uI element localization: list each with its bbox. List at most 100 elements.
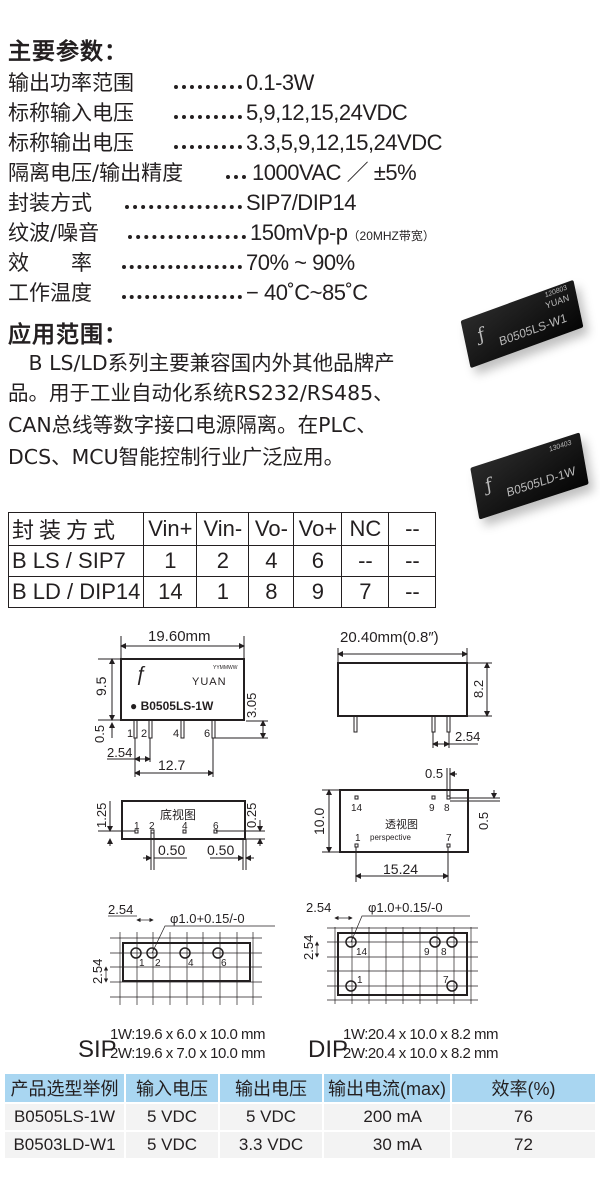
- spec-isolation: 隔离电压/输出精度 1000VAC ／ ±5%: [8, 158, 508, 188]
- spec-value: SIP7/DIP14: [246, 190, 356, 215]
- pin-label: 9: [429, 803, 435, 814]
- dot-leader: [174, 115, 242, 119]
- photo-model: B0505LD-1W: [505, 463, 577, 500]
- dip-pin-edge-label: 0.5: [476, 812, 491, 830]
- photo-model: B0505LS-W1: [497, 310, 568, 349]
- sip-size-spec: SIP 1W:19.6 x 6.0 x 10.0 mm 2W:19.6 x 7.…: [78, 1026, 298, 1066]
- pin-label: 6: [213, 821, 219, 832]
- pin-label: 2: [141, 728, 147, 740]
- sip-bottom-view: [98, 800, 265, 870]
- dip-size-spec: DIP 1W:20.4 x 10.0 x 8.2 mm 2W:20.4 x 10…: [308, 1026, 528, 1066]
- spec-label: 隔离电压/输出精度: [8, 161, 184, 185]
- dot-leader: [174, 85, 242, 89]
- dip-label: DIP: [308, 1036, 349, 1063]
- main-params-title: 主要参数：: [8, 39, 128, 65]
- sip-height-label: 9.5: [93, 676, 109, 696]
- pin-label: 7: [446, 833, 452, 844]
- table-header: 输出电压: [220, 1074, 322, 1102]
- table-row: B0503LD-W1 5 VDC 3.3 VDC 30 mA 72: [5, 1132, 595, 1158]
- table-header: 效率(%): [452, 1074, 595, 1102]
- table-cell: --: [388, 545, 437, 577]
- table-cell: 5 VDC: [220, 1104, 322, 1130]
- dot-leader: [122, 295, 242, 299]
- table-cell: 5 VDC: [126, 1132, 218, 1158]
- hole-size-label: φ1.0+0.15/-0: [368, 900, 443, 915]
- table-cell: 7: [341, 576, 390, 608]
- dip-width-label: 20.40mm(0.8″): [340, 629, 439, 646]
- pin-label: 1: [357, 975, 363, 986]
- sip-front-view: [98, 636, 268, 777]
- table-header-row: 封装方式 Vin+ Vin- Vo- Vo+ NC --: [7, 512, 437, 546]
- table-header: Vin-: [196, 512, 250, 546]
- spec-label: 标称输入电压: [8, 101, 134, 125]
- pin-width-label: 0.50: [158, 842, 185, 858]
- dip-product-photo: ƒ 130403 B0505LD-1W: [470, 432, 589, 520]
- pin-label: 14: [356, 947, 368, 958]
- sip-label: SIP: [78, 1036, 117, 1063]
- application-line: CAN总线等数字接口电源隔离。在PLC、: [8, 413, 377, 437]
- table-cell: 14: [143, 576, 198, 608]
- pin-label: 2: [149, 821, 155, 832]
- pin-label: 1: [127, 728, 133, 740]
- spec-value: − 40˚C~85˚C: [246, 280, 368, 305]
- date-code-label: YYMMWW: [213, 665, 238, 671]
- table-cell: B LD / DIP14: [7, 576, 145, 608]
- table-header: 产品选型举例: [5, 1074, 124, 1102]
- pin-label: 9: [424, 947, 430, 958]
- table-cell: 1: [143, 545, 198, 577]
- spec-note: （20MHZ带宽）: [347, 229, 435, 243]
- bottom-right-dim-label: 0.25: [244, 803, 259, 828]
- dot-leader: [226, 175, 246, 179]
- footprint-pitch-y-label: 2.54: [301, 935, 316, 960]
- table-header: NC: [341, 512, 390, 546]
- spec-label: 标称输出电压: [8, 131, 134, 155]
- spec-output-voltage: 标称输出电压 3.3,5,9,12,15,24VDC: [8, 128, 508, 158]
- table-cell: --: [341, 545, 390, 577]
- application-line: 品。用于工业自动化系统RS232/RS485、: [8, 381, 394, 405]
- sip-footprint: [103, 915, 275, 1005]
- spec-ripple: 纹波/噪音 150mVp-p（20MHZ带宽）: [8, 218, 508, 248]
- table-cell: 9: [293, 576, 343, 608]
- brand-label: YUAN: [192, 676, 227, 688]
- table-cell: 6: [293, 545, 343, 577]
- pin-label: 1: [139, 958, 145, 969]
- dip-side-view: [337, 648, 492, 748]
- table-cell: 1: [196, 576, 250, 608]
- table-header: Vo-: [248, 512, 295, 546]
- top-view-subtitle: perspective: [370, 833, 411, 842]
- pin-label: 14: [351, 803, 363, 814]
- table-cell: 2: [196, 545, 250, 577]
- application-line: B LS/LD系列主要兼容国内外其他品牌产: [8, 351, 395, 375]
- table-cell: 30 mA: [324, 1132, 450, 1158]
- spec-value: 150mVp-p: [250, 220, 348, 245]
- pin-label: 1: [134, 821, 140, 832]
- pin-label: 4: [173, 728, 179, 740]
- bottom-view-title: 底视图: [160, 807, 196, 822]
- model-label: ● B0505LS-1W: [130, 699, 214, 713]
- dot-leader: [122, 265, 242, 269]
- dip-footprint: [314, 915, 478, 1004]
- logo-icon: ƒ: [135, 663, 146, 685]
- dip-pitch-label: 2.54: [455, 729, 480, 744]
- table-cell: 8: [248, 576, 295, 608]
- dot-leader: [125, 205, 242, 209]
- table-header: --: [388, 512, 437, 546]
- table-header: 封装方式: [7, 512, 145, 546]
- dip-pin-width-label: 0.5: [425, 766, 443, 781]
- sip-1w-size: 1W:19.6 x 6.0 x 10.0 mm: [110, 1026, 265, 1043]
- table-cell: B0505LS-1W: [5, 1104, 124, 1130]
- pin-assignment-table: 封装方式 Vin+ Vin- Vo- Vo+ NC -- B LS / SIP7…: [7, 512, 437, 608]
- table-cell: 76: [452, 1104, 595, 1130]
- dip-depth-label: 10.0: [311, 808, 327, 835]
- sip-2w-size: 2W:19.6 x 7.0 x 10.0 mm: [110, 1045, 265, 1062]
- dot-leader: [128, 235, 246, 239]
- table-cell: 72: [452, 1132, 595, 1158]
- dip-2w-size: 2W:20.4 x 10.0 x 8.2 mm: [343, 1045, 498, 1062]
- pin-label: 6: [221, 958, 227, 969]
- application-title: 应用范围：: [8, 322, 128, 348]
- spec-output-power: 输出功率范围 0.1-3W: [8, 68, 508, 98]
- pin-width-label: 0.50: [207, 842, 234, 858]
- footprint-pitch-y-label: 2.54: [90, 959, 105, 984]
- table-cell: 3.3 VDC: [220, 1132, 322, 1158]
- table-header: Vo+: [293, 512, 343, 546]
